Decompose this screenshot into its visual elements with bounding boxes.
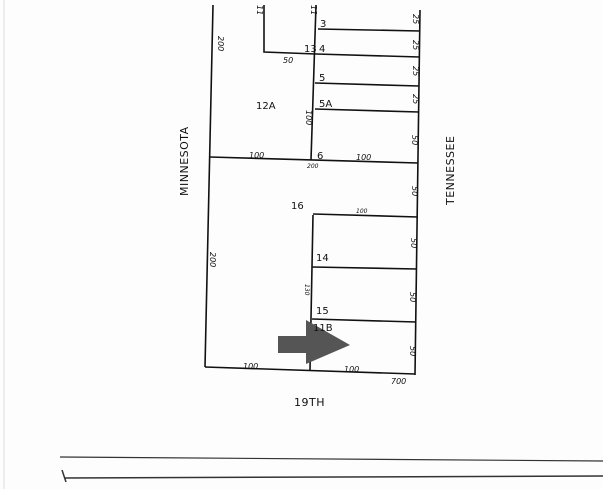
lot-13: 13 [304, 44, 317, 55]
dim-mid-right: 100 [356, 153, 371, 162]
mid-line [209, 156, 419, 164]
dim-east-11b: 50 [408, 346, 417, 356]
dim-east-5: 25 [411, 66, 420, 76]
dim-inner-lower: 130 [303, 284, 310, 296]
dim-west-upper: 200 [216, 36, 225, 51]
dim-east-16: 50 [410, 186, 419, 196]
dim-lot13-bottom: 50 [283, 56, 293, 65]
dim-east-6: 50 [410, 135, 419, 145]
west-boundary [204, 4, 214, 368]
dim-bottom-right: 100 [344, 365, 359, 374]
lot13-boundary [263, 5, 317, 55]
dimension-labels: 200 200 11 11 25 25 25 25 50 50 100 100 … [208, 5, 420, 386]
east-boundary [414, 9, 421, 376]
lot-5a: 5A [319, 99, 332, 110]
dim-bottom-left: 100 [243, 362, 258, 371]
lot-12a: 12A [256, 101, 276, 112]
dim-mid-center: 200 [307, 163, 319, 170]
upper-divider [310, 4, 317, 161]
dim-top-mid: 11 [309, 5, 318, 15]
dim-lot14-top: 100 [356, 208, 368, 215]
south-boundary [204, 366, 416, 375]
lot-15: 15 [316, 306, 329, 317]
street-minnesota: MINNESOTA [178, 126, 191, 196]
dim-inner-upper: 100 [304, 110, 313, 125]
lot-16: 16 [291, 201, 304, 212]
dim-east-5a: 25 [411, 94, 420, 104]
dim-top-left: 11 [255, 5, 264, 15]
parcel-lines [3, 0, 603, 489]
dim-mid-left: 100 [249, 151, 264, 160]
dim-east-4: 25 [411, 40, 420, 50]
dim-east-15: 50 [408, 292, 417, 302]
lot-14: 14 [316, 253, 329, 264]
dim-east-14: 50 [409, 238, 418, 248]
dim-east-3: 25 [411, 14, 420, 24]
lot-4: 4 [319, 44, 325, 55]
street-tennessee: TENNESSEE [444, 136, 457, 206]
dim-bottom-total: 700 [391, 377, 406, 386]
arrow-icon [278, 320, 350, 364]
dim-west-lower: 200 [208, 252, 217, 267]
lot-6: 6 [317, 151, 323, 162]
lot-3: 3 [320, 19, 326, 30]
lot-11b: 11B [313, 323, 333, 334]
lot-5: 5 [319, 73, 325, 84]
street-19th: 19TH [294, 396, 325, 409]
